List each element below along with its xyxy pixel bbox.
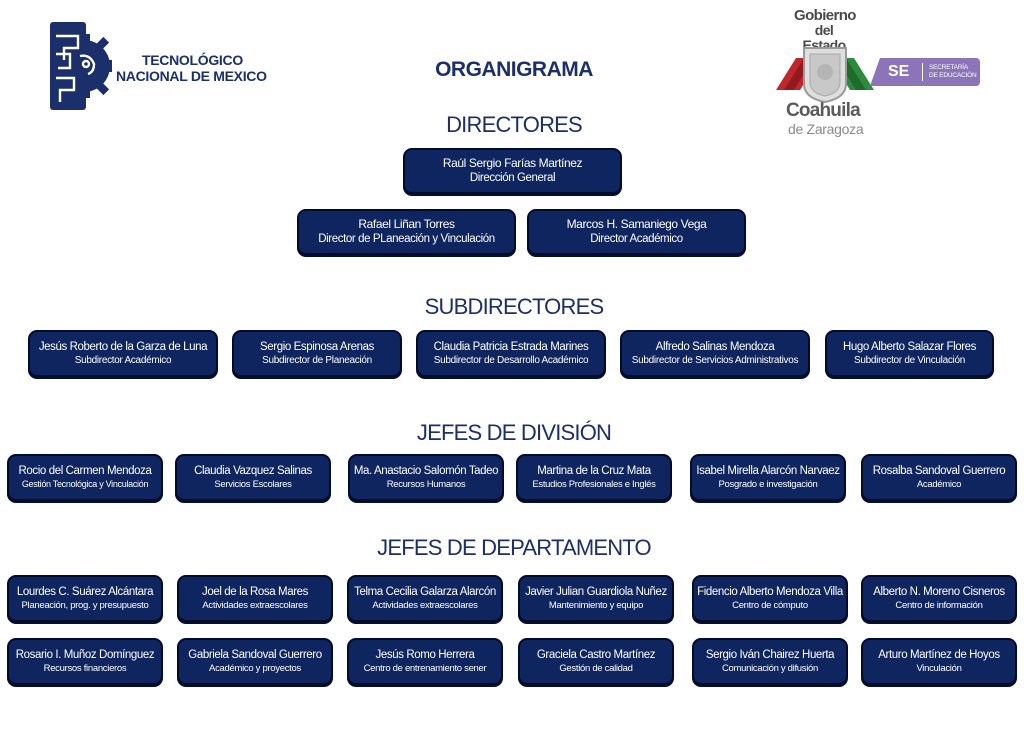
person-name: Alfredo Salinas Mendoza	[655, 341, 775, 353]
secretaria-line2: DE EDUCACIÓN	[929, 72, 977, 79]
jefe-departamento-box: Telma Cecilia Galarza Alarcón Actividade…	[347, 575, 503, 622]
section-jefes-departamento: JEFES DE DEPARTAMENTO	[377, 535, 652, 560]
person-name: Sergio Iván Chairez Huerta	[705, 649, 835, 661]
person-name: Joel de la Rosa Mares	[201, 586, 309, 598]
person-role: Director Académico	[590, 233, 683, 245]
person-role: Centro de información	[895, 600, 983, 611]
jefe-departamento-box: Alberto N. Moreno Cisneros Centro de inf…	[861, 575, 1017, 622]
person-name: Sergio Espinosa Arenas	[260, 341, 374, 353]
person-role: Recursos Humanos	[386, 479, 466, 490]
person-name: Martina de la Cruz Mata	[537, 465, 651, 477]
jefe-division-box: Rosalba Sandoval Guerrero Académico	[861, 454, 1017, 501]
secretaria-educacion-badge: SE SECRETARÍA DE EDUCACIÓN	[870, 58, 980, 86]
jefe-departamento-box: Rosario I. Muñoz Domínguez Recursos fina…	[7, 638, 163, 685]
person-name: Graciela Castro Martínez	[536, 649, 656, 661]
person-name: Raúl Sergio Farías Martínez	[442, 156, 583, 170]
tecnm-line1: TECNOLÓGICO	[142, 52, 243, 68]
page-title: ORGANIGRAMA	[435, 58, 593, 81]
subdirector-box: Alfredo Salinas Mendoza Subdirector de S…	[620, 330, 810, 377]
person-role: Posgrado e investigación	[718, 479, 818, 490]
jefe-departamento-box: Arturo Martínez de Hoyos Vinculación	[861, 638, 1017, 685]
director-general-box: Raúl Sergio Farías Martínez Dirección Ge…	[403, 148, 622, 194]
jefe-division-box: Ma. Anastacio Salomón Tadeo Recursos Hum…	[348, 454, 504, 501]
person-role: Director de PLaneación y Vinculación	[318, 233, 495, 245]
person-name: Javier Julian Guardiola Nuñez	[525, 586, 667, 598]
director-planeacion-box: Rafael Liñan Torres Director de PLaneaci…	[297, 209, 516, 255]
person-name: Arturo Martínez de Hoyos	[878, 649, 1000, 661]
person-name: Fidencio Alberto Mendoza Villa	[697, 586, 843, 598]
director-academico-box: Marcos H. Samaniego Vega Director Académ…	[527, 209, 746, 255]
jefe-division-box: Martina de la Cruz Mata Estudios Profesi…	[516, 454, 672, 501]
tecnm-line2: NACIONAL DE MEXICO	[116, 68, 267, 84]
person-name: Ma. Anastacio Salomón Tadeo	[353, 465, 499, 477]
subdirector-box: Claudia Patricia Estrada Marines Subdire…	[416, 330, 606, 377]
subdirector-box: Sergio Espinosa Arenas Subdirector de Pl…	[232, 330, 402, 377]
jefe-departamento-box: Graciela Castro Martínez Gestión de cali…	[518, 638, 674, 685]
jefe-departamento-box: Lourdes C. Suárez Alcántara Planeación, …	[7, 575, 163, 622]
person-role: Mantenimiento y equipo	[548, 600, 644, 611]
person-role: Vinculación	[916, 663, 962, 674]
person-name: Lourdes C. Suárez Alcántara	[16, 586, 154, 598]
jefe-division-box: Claudia Vazquez Salinas Servicios Escola…	[175, 454, 331, 501]
se-text: SE	[888, 63, 923, 81]
person-name: Claudia Vazquez Salinas	[194, 465, 312, 477]
jefe-departamento-box: Joel de la Rosa Mares Actividades extrae…	[177, 575, 333, 622]
person-name: Jesús Roberto de la Garza de Luna	[38, 341, 208, 353]
person-role: Centro de cómputo	[732, 600, 808, 611]
subdirector-box: Jesús Roberto de la Garza de Luna Subdir…	[28, 330, 218, 377]
person-role: Académico y proyectos	[209, 663, 301, 674]
coahuila-text: Coahuila	[786, 100, 861, 121]
person-name: Rosalba Sandoval Guerrero	[872, 465, 1006, 477]
jefe-departamento-box: Gabriela Sandoval Guerrero Académico y p…	[177, 638, 333, 685]
person-role: Gestión Tecnológica y Vinculación	[21, 479, 149, 489]
jefe-departamento-box: Fidencio Alberto Mendoza Villa Centro de…	[692, 575, 848, 622]
person-name: Isabel Mirella Alarcón Narvaez	[696, 465, 840, 477]
jefe-departamento-box: Javier Julian Guardiola Nuñez Mantenimie…	[518, 575, 674, 622]
person-name: Marcos H. Samaniego Vega	[566, 217, 707, 231]
jefe-division-box: Isabel Mirella Alarcón Narvaez Posgrado …	[690, 454, 846, 501]
person-role: Subdirector de Planeación	[262, 355, 372, 366]
person-role: Subdirector de Vinculación	[854, 355, 965, 366]
person-role: Recursos financieros	[43, 663, 127, 674]
jefe-division-box: Rocio del Carmen Mendoza Gestión Tecnoló…	[7, 454, 163, 501]
person-role: Subdirector Académico	[74, 355, 172, 366]
person-role: Comunicación y difusión	[721, 663, 819, 674]
person-role: Actividades extraescolares	[202, 600, 308, 611]
tecnm-emblem-icon	[50, 22, 112, 110]
jefe-departamento-box: Sergio Iván Chairez Huerta Comunicación …	[692, 638, 848, 685]
jefe-departamento-box: Jesús Romo Herrera Centro de entrenamien…	[347, 638, 503, 685]
person-name: Rocio del Carmen Mendoza	[18, 465, 152, 477]
person-role: Subdirector de Servicios Administrativos	[631, 355, 799, 366]
person-role: Dirección General	[469, 172, 556, 184]
zaragoza-text: de Zaragoza	[788, 121, 864, 137]
person-name: Jesús Romo Herrera	[375, 649, 475, 661]
person-role: Subdirector de Desarrollo Académico	[433, 355, 589, 366]
person-name: Claudia Patricia Estrada Marines	[433, 341, 589, 353]
gobierno-text: Gobierno	[794, 7, 856, 24]
person-name: Telma Cecilia Galarza Alarcón	[354, 586, 496, 598]
section-jefes-division: JEFES DE DIVISIÓN	[416, 420, 612, 445]
person-role: Estudios Profesionales e Inglés	[532, 479, 656, 490]
person-role: Actividades extraescolares	[372, 600, 478, 611]
person-name: Gabriela Sandoval Guerrero	[188, 649, 322, 661]
gobierno-coahuila-logo: Gobierno del Estado SE SECRETARÍA DE EDU…	[772, 6, 987, 140]
person-role: Gestión de calidad	[559, 663, 633, 674]
section-subdirectores: SUBDIRECTORES	[424, 294, 604, 319]
coahuila-shield-icon	[776, 47, 874, 104]
person-role: Planeación, prog. y presupuesto	[21, 600, 149, 611]
person-name: Hugo Alberto Salazar Flores	[842, 341, 977, 353]
person-name: Alberto N. Moreno Cisneros	[873, 586, 1005, 598]
section-directores: DIRECTORES	[446, 112, 583, 137]
person-role: Académico	[916, 479, 962, 490]
person-role: Centro de entrenamiento sener	[363, 663, 487, 674]
person-name: Rosario I. Muñoz Domínguez	[15, 649, 155, 661]
person-role: Servicios Escolares	[214, 479, 292, 490]
secretaria-line1: SECRETARÍA	[929, 64, 969, 71]
tecnm-logo: TECNOLÓGICO NACIONAL DE MEXICO	[44, 20, 267, 114]
person-name: Rafael Liñan Torres	[358, 217, 455, 231]
subdirector-box: Hugo Alberto Salazar Flores Subdirector …	[825, 330, 994, 377]
